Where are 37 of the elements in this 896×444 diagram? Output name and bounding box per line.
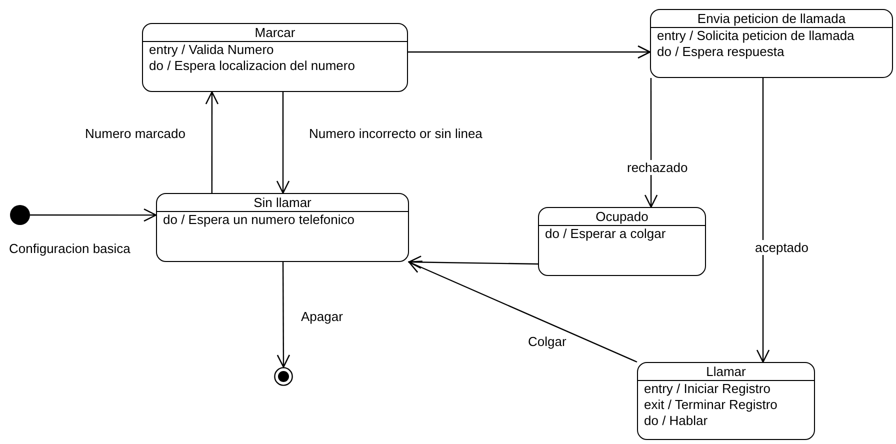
transition-arrow bbox=[276, 262, 290, 368]
transition-arrow bbox=[276, 92, 290, 194]
state-activity: entry / Valida Numero bbox=[148, 42, 275, 58]
edge-label: Numero incorrecto or sin linea bbox=[308, 126, 484, 141]
state-box bbox=[637, 362, 815, 440]
transition-arrow bbox=[408, 260, 638, 363]
transition-arrow bbox=[644, 78, 658, 208]
state-box bbox=[156, 193, 409, 262]
state-activity: exit / Terminar Registro bbox=[643, 397, 778, 413]
state-activity: do / Espera respuesta bbox=[656, 44, 786, 60]
state-activity: entry / Solicita peticion de llamada bbox=[656, 28, 856, 44]
state-activity: do / Esperar a colgar bbox=[544, 226, 667, 242]
transition-arrow bbox=[408, 45, 651, 59]
state-box bbox=[538, 207, 706, 276]
transition-arrow bbox=[408, 256, 538, 269]
state-name: Envia peticion de llamada bbox=[651, 10, 892, 28]
state-activity: do / Espera un numero telefonico bbox=[162, 212, 356, 228]
transition-arrow bbox=[205, 91, 219, 193]
edge-label: rechazado bbox=[626, 160, 689, 175]
state-activity: do / Hablar bbox=[643, 413, 709, 429]
state-box bbox=[142, 23, 408, 92]
transition-arrow bbox=[756, 78, 770, 363]
edge-label: Configuracion basica bbox=[8, 241, 132, 256]
state-activity: do / Espera localizacion del numero bbox=[148, 58, 356, 74]
final-state bbox=[274, 367, 293, 386]
state-name: Marcar bbox=[143, 24, 407, 42]
state-name: Llamar bbox=[638, 363, 814, 381]
initial-state bbox=[10, 205, 30, 225]
state-name: Ocupado bbox=[539, 208, 705, 226]
edge-label: Apagar bbox=[300, 309, 344, 324]
state-name: Sin llamar bbox=[157, 194, 408, 212]
edge-label: Numero marcado bbox=[84, 126, 186, 141]
transition-arrow bbox=[30, 208, 157, 222]
edge-label: Colgar bbox=[527, 334, 568, 349]
edge-label: aceptado bbox=[754, 240, 810, 255]
state-activity: entry / Iniciar Registro bbox=[643, 381, 772, 397]
state-box bbox=[650, 9, 893, 78]
